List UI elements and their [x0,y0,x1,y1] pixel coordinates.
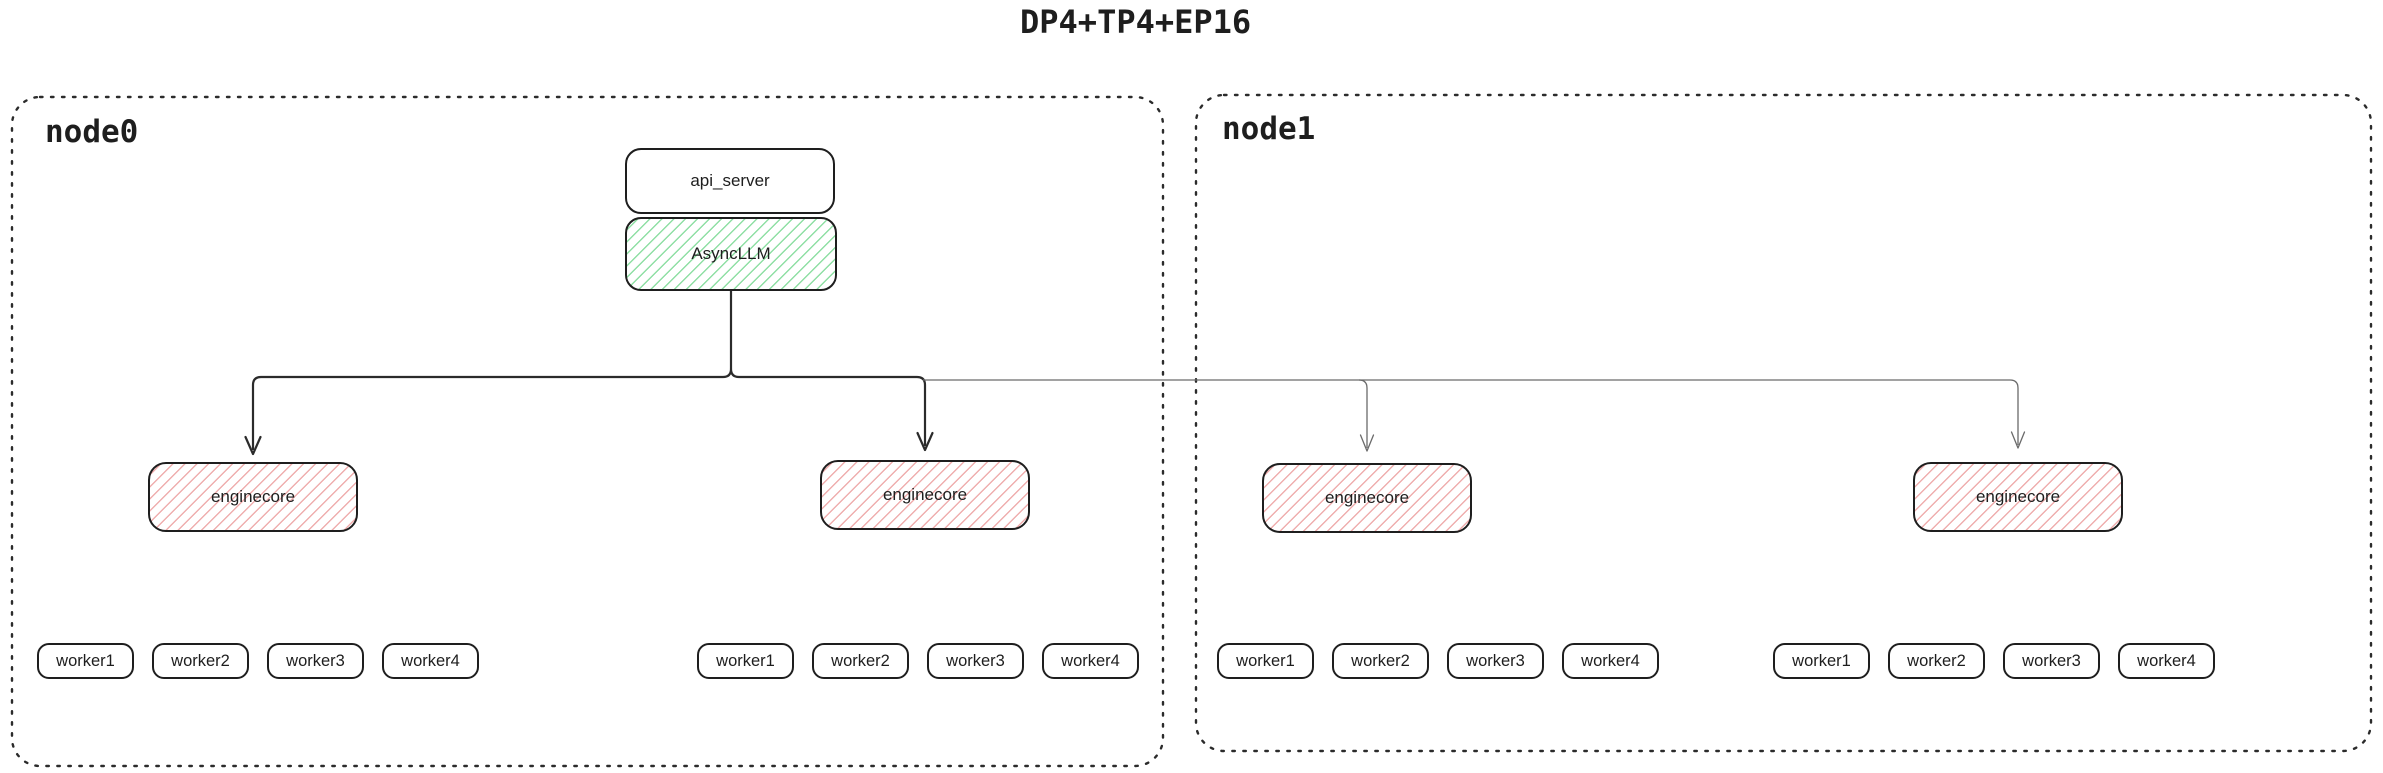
worker-label: worker2 [171,651,230,670]
enginecore-box-3: enginecore [1262,463,1472,533]
worker-label: worker4 [1581,651,1640,670]
enginecore-label: enginecore [1975,487,2061,506]
worker-box: worker1 [37,643,134,679]
enginecore-box-1: enginecore [148,462,358,532]
worker-box: worker3 [1447,643,1544,679]
node0-container [10,95,1165,768]
worker-label: worker1 [1792,651,1851,670]
node0-label: node0 [45,114,139,150]
node1-container [1194,93,2373,753]
worker-box: worker4 [382,643,479,679]
worker-label: worker3 [286,651,345,670]
worker-box: worker4 [1562,643,1659,679]
enginecore-box-4: enginecore [1913,462,2123,532]
worker-label: worker3 [946,651,1005,670]
arrowhead-enginecore-3 [1359,434,1375,452]
api-server-box: api_server [625,148,835,214]
worker-box: worker3 [267,643,364,679]
worker-label: worker4 [401,651,460,670]
worker-label: worker2 [1351,651,1410,670]
asyncllm-box: AsyncLLM [625,217,837,291]
worker-label: worker3 [1466,651,1525,670]
worker-group-4: worker1 worker2 worker3 worker4 [1773,643,2215,679]
worker-box: worker4 [2118,643,2215,679]
arrowhead-enginecore-1 [244,435,262,456]
worker-group-1: worker1 worker2 worker3 worker4 [37,643,479,679]
worker-box: worker1 [697,643,794,679]
worker-label: worker2 [831,651,890,670]
asyncllm-label: AsyncLLM [691,244,771,263]
diagram-title: DP4+TP4+EP16 [1020,3,1252,41]
worker-label: worker1 [56,651,115,670]
worker-box: worker1 [1773,643,1870,679]
node1-label: node1 [1222,111,1316,147]
worker-box: worker1 [1217,643,1314,679]
connector-to-enginecore-4 [2009,379,2019,445]
worker-label: worker1 [1236,651,1295,670]
enginecore-label: enginecore [1324,488,1410,507]
worker-label: worker4 [1061,651,1120,670]
enginecore-label: enginecore [210,487,296,506]
worker-box: worker4 [1042,643,1139,679]
enginecore-box-2: enginecore [820,460,1030,530]
enginecore-label: enginecore [882,485,968,504]
worker-box: worker2 [152,643,249,679]
worker-box: worker2 [812,643,909,679]
worker-label: worker1 [716,651,775,670]
worker-group-2: worker1 worker2 worker3 worker4 [697,643,1139,679]
worker-box: worker2 [1888,643,1985,679]
worker-box: worker3 [2003,643,2100,679]
connector-to-enginecore-1-2 [251,367,927,450]
connector-to-enginecore-3 [1358,379,1368,448]
worker-box: worker3 [927,643,1024,679]
arrowhead-enginecore-2 [916,431,934,452]
worker-box: worker2 [1332,643,1429,679]
worker-label: worker2 [1907,651,1966,670]
worker-label: worker4 [2137,651,2196,670]
arrowhead-enginecore-4 [2010,431,2026,449]
worker-label: worker3 [2022,651,2081,670]
worker-group-3: worker1 worker2 worker3 worker4 [1217,643,1659,679]
api-server-label: api_server [690,171,770,190]
